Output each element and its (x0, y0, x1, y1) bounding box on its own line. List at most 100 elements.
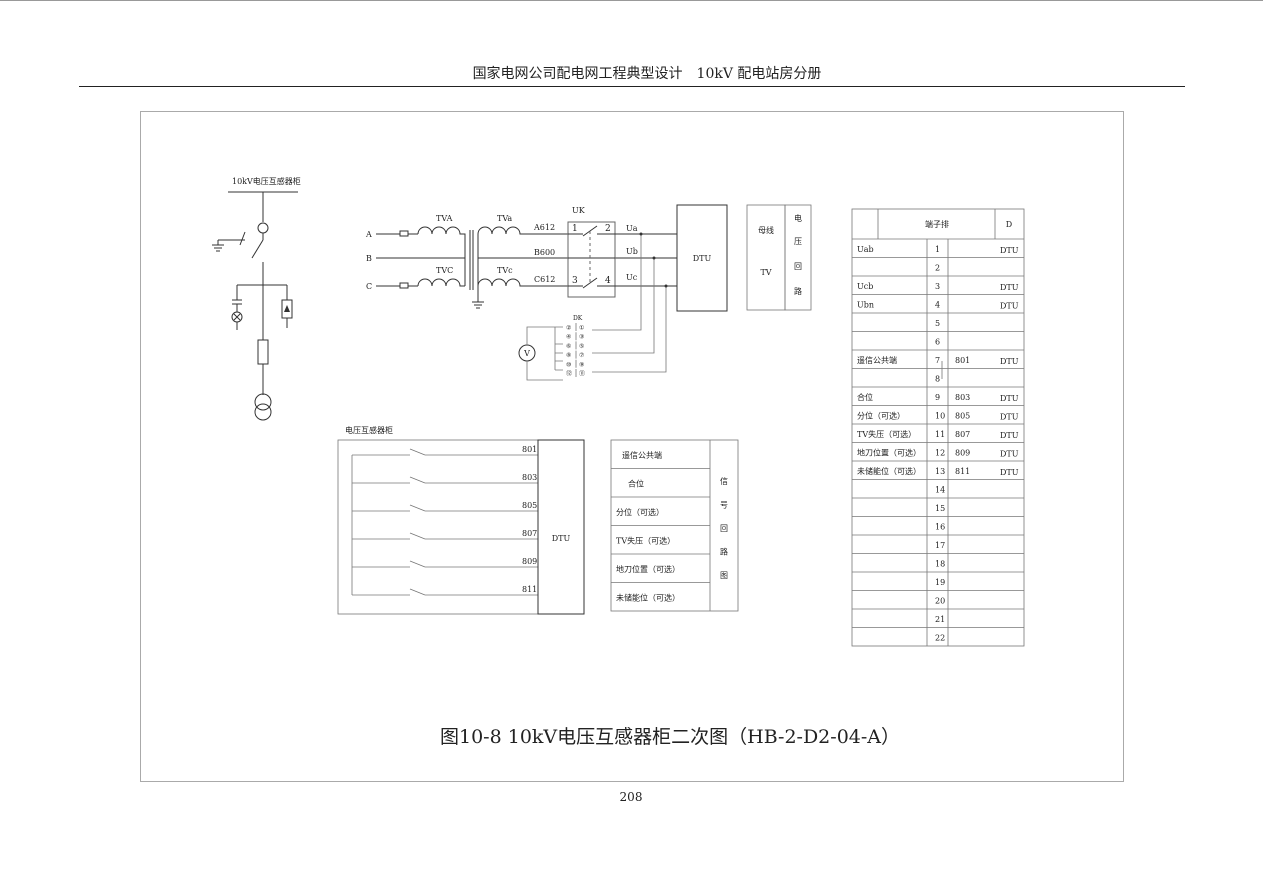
signal-side-char: 回 (720, 524, 728, 533)
terminal-name: Uab (857, 245, 874, 254)
terminal-dest: DTU (1000, 283, 1019, 292)
figure-caption: 图10-8 10kV电压互感器柜二次图（HB-2-D2-04-A） (440, 726, 900, 748)
svg-text:3: 3 (572, 276, 578, 286)
terminal-name: 合位 (857, 392, 873, 402)
terminal-row: 2 (935, 264, 940, 273)
terminal-row: 20 (935, 597, 945, 606)
terminal-number: 15 (935, 504, 945, 513)
terminal-number: 10 (935, 412, 945, 421)
terminal-number: 6 (935, 338, 940, 347)
svg-text:TV: TV (760, 268, 771, 277)
terminal-row: 22 (935, 634, 945, 643)
terminal-name: 地刀位置（可选） (857, 448, 921, 458)
switch-icon (251, 239, 264, 259)
cabinet-label: 电压互感器柜 (345, 425, 393, 435)
terminal-row: 6 (935, 338, 940, 347)
drawing-frame (140, 111, 1124, 782)
svg-text:2: 2 (605, 224, 611, 234)
svg-text:DTU: DTU (552, 534, 571, 543)
dk-contact: ④ (566, 334, 571, 341)
svg-text:电: 电 (794, 213, 802, 223)
terminal-row: 18 (935, 560, 945, 569)
terminal-dest: DTU (1000, 450, 1019, 459)
signal-side-char: 图 (720, 571, 728, 580)
terminal-row: 16 (935, 523, 945, 532)
terminal-dest: DTU (1000, 394, 1019, 403)
dk-contact: ⑦ (579, 352, 584, 359)
page-number: 208 (620, 790, 643, 804)
terminal-number: 803 (522, 473, 537, 482)
terminal-number: 811 (522, 585, 537, 594)
svg-text:DTU: DTU (693, 254, 712, 263)
fuse-icon (399, 230, 409, 237)
voltage-schematic: A B C TVA TVC TVa TVc A612 B600 C612 UK … (365, 204, 812, 381)
svg-text:TVa: TVa (497, 214, 512, 223)
terminal-row: 17 (935, 541, 945, 550)
contact-icon (409, 532, 426, 540)
bus-tv-box (746, 204, 786, 311)
terminal-number: 801 (522, 445, 537, 454)
terminal-number: 2 (935, 264, 940, 273)
signal-row-label: 遥信公共端 (622, 450, 662, 460)
cabinet-label: 10kV电压互感器柜 (232, 176, 301, 186)
terminal-name: Ubn (857, 301, 874, 310)
dtu-box (537, 439, 585, 615)
svg-text:Ub: Ub (626, 247, 638, 256)
svg-text:B: B (366, 254, 372, 263)
svg-text:路: 路 (794, 286, 802, 296)
svg-text:A: A (365, 230, 372, 239)
svg-text:V: V (523, 349, 530, 358)
signal-row-label: 分位（可选） (616, 507, 664, 517)
dk-contact: ⑤ (579, 343, 584, 350)
terminal-number: 5 (935, 319, 940, 328)
terminal-number: 13 (935, 467, 945, 476)
svg-text:Ua: Ua (626, 224, 638, 233)
terminal-dest: DTU (1000, 357, 1019, 366)
terminal-name: TV失压（可选） (857, 429, 916, 439)
signal-side-char: 路 (720, 547, 728, 557)
svg-text:C612: C612 (534, 275, 555, 284)
terminal-dest: DTU (1000, 246, 1019, 255)
dk-contact: ⑧ (566, 352, 571, 359)
terminal-name: 未储能位（可选） (857, 466, 921, 476)
contact-icon (409, 476, 426, 484)
terminal-number: 21 (935, 615, 945, 624)
signal-row-label: 地刀位置（可选） (616, 564, 680, 574)
dk-contact: ⑫ (566, 370, 572, 378)
terminal-number: 19 (935, 578, 945, 587)
signal-row-label: 未储能位（可选） (616, 593, 680, 603)
terminal-row: 5 (935, 319, 940, 328)
contact-icon (409, 588, 426, 596)
terminal-wire: 801 (955, 356, 970, 365)
dk-contact: ① (579, 325, 584, 332)
dk-contact: ③ (579, 334, 584, 341)
dk-contact: ⑩ (566, 361, 571, 368)
terminal-name: 分位（可选） (857, 411, 905, 421)
svg-text:TVC: TVC (436, 266, 453, 275)
terminal-name: Ucb (857, 282, 873, 291)
terminal-number: 20 (935, 597, 945, 606)
svg-text:TVA: TVA (436, 214, 453, 223)
terminal-number: 7 (935, 356, 940, 365)
terminal-row: 21 (935, 615, 945, 624)
svg-text:A612: A612 (533, 223, 555, 232)
dk-contact: ⑪ (579, 370, 585, 378)
svg-text:TVc: TVc (497, 266, 513, 275)
svg-text:母线: 母线 (758, 225, 774, 235)
terminal-wire: 809 (955, 449, 970, 458)
terminal-number: 4 (935, 301, 940, 310)
svg-text:D: D (1006, 220, 1012, 229)
terminal-wire: 811 (955, 467, 970, 476)
single-line-diagram: 10kV电压互感器柜 (212, 176, 301, 421)
tv-primary-coil (417, 226, 466, 286)
terminal-row: 14 (935, 486, 945, 495)
terminal-number: 14 (935, 486, 945, 495)
